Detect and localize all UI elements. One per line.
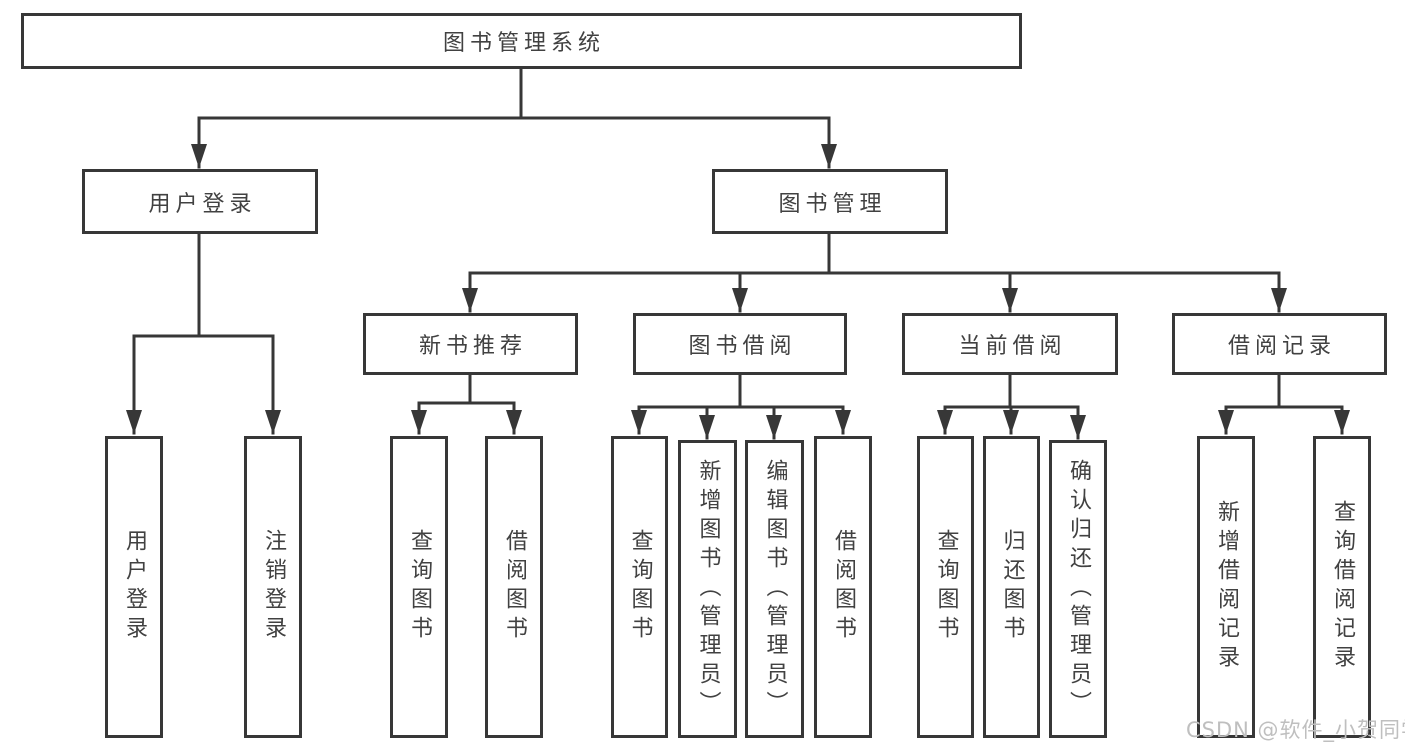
node-new-book-recommendation: 新书推荐 — [363, 313, 578, 375]
node-label: 查询借阅记录 — [1330, 500, 1355, 674]
csdn-watermark: CSDN @软件_小贺同学 — [1186, 718, 1405, 742]
leaf-user-login: 用户登录 — [105, 436, 163, 738]
node-label: 查询图书 — [407, 529, 432, 645]
node-label: 借阅图书 — [502, 529, 527, 645]
node-current-borrowing: 当前借阅 — [902, 313, 1118, 375]
node-label: 编辑图书（管理员） — [762, 458, 788, 720]
leaf-borrow-books-2: 借阅图书 — [814, 436, 872, 738]
leaf-query-borrow-record: 查询借阅记录 — [1313, 436, 1371, 738]
node-label: 新增借阅记录 — [1214, 500, 1239, 674]
node-label: 借阅图书 — [831, 529, 856, 645]
connector-user-login-to-leaves — [126, 232, 281, 435]
connector-borrow-records-to-leaves — [1218, 373, 1350, 435]
connector-root-to-level2 — [191, 66, 837, 169]
node-label: 确认归还（管理员） — [1066, 458, 1091, 720]
node-label: 查询图书 — [627, 529, 653, 645]
leaf-borrow-books-1: 借阅图书 — [485, 436, 543, 738]
leaf-query-books-3: 查询图书 — [917, 436, 974, 738]
node-label: 注销登录 — [261, 529, 286, 645]
node-label: 用户登录 — [122, 529, 147, 645]
node-library-management-system: 图书管理系统 — [21, 13, 1022, 69]
connector-book-mgmt-to-level3 — [462, 232, 1287, 313]
node-label: 查询图书 — [933, 529, 959, 645]
connector-book-borrow-to-leaves — [631, 373, 851, 440]
node-book-management: 图书管理 — [712, 169, 948, 234]
node-label: 借阅记录 — [1227, 334, 1336, 359]
leaf-add-borrow-record: 新增借阅记录 — [1197, 436, 1255, 738]
node-label: 图书管理系统 — [442, 31, 605, 56]
node-label: 当前借阅 — [958, 334, 1067, 359]
leaf-logout: 注销登录 — [244, 436, 302, 738]
node-label: 图书管理 — [778, 191, 887, 217]
connector-current-borrow-to-leaves — [937, 373, 1086, 440]
node-label: 归还图书 — [999, 529, 1025, 645]
node-label: 新书推荐 — [418, 334, 527, 359]
node-label: 用户登录 — [148, 191, 257, 217]
node-label: 图书借阅 — [688, 334, 797, 359]
leaf-query-books-2: 查询图书 — [611, 436, 668, 738]
node-user-login: 用户登录 — [82, 169, 318, 234]
node-label: 新增图书（管理员） — [695, 458, 721, 720]
leaf-edit-books-admin: 编辑图书（管理员） — [745, 440, 804, 738]
leaf-query-books-1: 查询图书 — [390, 436, 448, 738]
connector-new-books-to-leaves — [411, 373, 522, 435]
node-book-borrowing: 图书借阅 — [633, 313, 847, 375]
leaf-confirm-return-admin: 确认归还（管理员） — [1049, 440, 1107, 738]
leaf-return-books: 归还图书 — [983, 436, 1040, 738]
node-borrowing-records: 借阅记录 — [1172, 313, 1387, 375]
leaf-add-books-admin: 新增图书（管理员） — [678, 440, 737, 738]
